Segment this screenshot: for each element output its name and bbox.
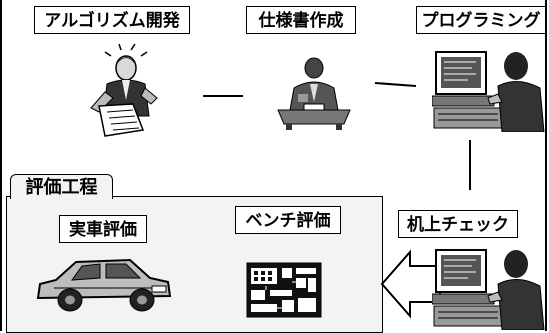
circuit-board-icon	[246, 262, 322, 318]
step-spec-label: 仕様書作成	[246, 6, 356, 34]
person-at-computer-icon	[432, 51, 545, 132]
man-writing-at-desk-icon	[277, 57, 351, 130]
evaluation-tab-join	[11, 195, 112, 198]
step-algorithm-label: アルゴリズム開発	[34, 6, 190, 34]
man-with-document-icon	[90, 44, 158, 137]
step-programming-label: プログラミング	[416, 6, 546, 34]
person-at-computer-icon	[432, 249, 545, 330]
evaluation-group-label: 評価工程	[10, 174, 113, 199]
step-bench-label: ベンチ評価	[235, 206, 341, 234]
step-vehicle-label: 実車評価	[59, 215, 147, 243]
car-icon	[36, 258, 172, 312]
connector-spec-programming	[374, 82, 417, 87]
step-deskcheck-label: 机上チェック	[398, 210, 518, 238]
